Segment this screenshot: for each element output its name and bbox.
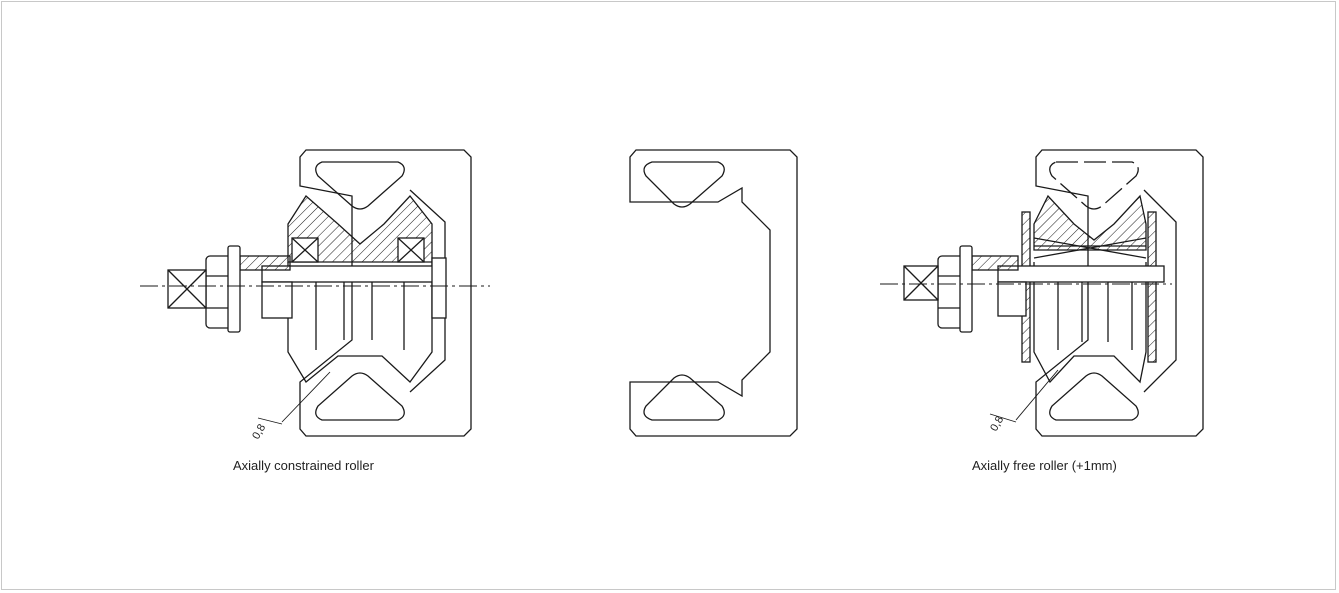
left-collar: [239, 255, 291, 271]
right-bottom-cavity: [1049, 372, 1139, 421]
left-dimension-leader: [281, 371, 331, 423]
left-wheel-body: [287, 262, 433, 383]
right-top-cavity: [1049, 161, 1139, 210]
left-dimension-label: 0,8: [250, 422, 268, 441]
left-nut-inner: [227, 245, 241, 333]
left-profile-outline: [299, 149, 472, 437]
constrained-roller-assembly: [140, 149, 490, 437]
middle-bottom-cavity: [643, 374, 725, 421]
free-roller-assembly: [880, 149, 1204, 437]
right-profile-inner-wall: [1143, 189, 1177, 393]
bare-profile: [629, 149, 798, 437]
right-wheel-body: [1033, 262, 1147, 384]
right-dimension-leader: [1015, 369, 1059, 421]
right-axle: [997, 265, 1165, 283]
middle-top-cavity: [643, 161, 725, 208]
middle-profile-outline: [629, 149, 798, 437]
left-end-cap: [431, 257, 447, 319]
caption-free-roller: Axially free roller (+1mm): [972, 458, 1117, 473]
right-side-plate-b: [1147, 211, 1157, 363]
right-collar: [971, 255, 1019, 271]
right-profile-outline: [1035, 149, 1204, 437]
left-bottom-cavity: [315, 372, 405, 421]
right-wheel-section: [1033, 194, 1147, 251]
left-wheel-section: [287, 195, 433, 263]
right-dimension-label: 0,8: [988, 414, 1006, 433]
left-top-cavity: [315, 161, 405, 210]
caption-constrained-roller: Axially constrained roller: [233, 458, 374, 473]
right-nut-inner: [959, 245, 973, 333]
